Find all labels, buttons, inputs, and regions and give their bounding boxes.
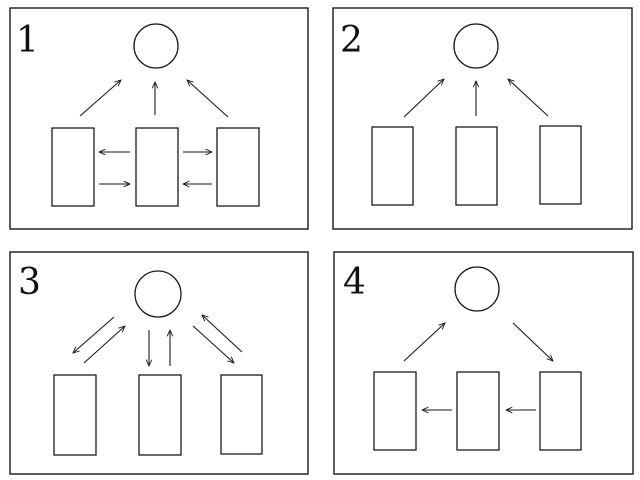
panel-2-number: 2 <box>340 20 363 61</box>
panel-3-box-right <box>220 374 263 455</box>
panel-4-box-right <box>539 371 582 451</box>
panel-1-box-left <box>51 127 95 207</box>
panel-4-arrow-circle-to-right <box>512 322 553 361</box>
panel-1-box-right <box>216 127 260 207</box>
panel-3-circle <box>134 270 182 318</box>
panel-3-arrow-circle-to-left <box>73 316 115 353</box>
panel-1-circle <box>133 23 179 69</box>
panel-4-box-left <box>373 371 417 451</box>
panel-4-frame <box>333 251 634 475</box>
panel-1-box-center <box>135 127 179 207</box>
panel-3-frame <box>9 251 309 475</box>
panel-2-frame <box>332 7 633 230</box>
panel-3-arrow-right-to-circle <box>202 315 243 353</box>
panel-3-arrow-left-to-circle <box>83 326 125 364</box>
panel-4-arrow-left-to-circle <box>403 323 445 362</box>
panel-2-box-right <box>539 125 582 205</box>
panel-2: 2 <box>332 7 633 230</box>
panel-1-arrow-right-to-circle <box>187 80 229 118</box>
panel-2-box-left <box>371 126 414 206</box>
panel-2-circle <box>453 23 499 69</box>
panel-4: 4 <box>333 251 634 475</box>
panel-1: 1 <box>9 7 309 230</box>
panel-2-box-center <box>455 126 498 206</box>
panel-3-box-left <box>53 374 97 456</box>
panel-4-circle <box>454 266 500 312</box>
panel-1-frame <box>9 7 309 230</box>
panel-4-number: 4 <box>343 262 366 303</box>
panel-3: 3 <box>9 251 309 475</box>
panel-4-box-center <box>456 371 500 451</box>
panel-1-number: 1 <box>16 20 39 61</box>
panel-3-box-center <box>138 374 182 456</box>
panel-3-number: 3 <box>18 262 41 303</box>
panel-2-arrow-right-to-circle <box>508 79 549 117</box>
panel-3-arrow-circle-to-right <box>192 325 234 363</box>
panel-2-arrow-left-to-circle <box>403 79 444 118</box>
panel-1-arrow-left-to-circle <box>79 80 121 117</box>
